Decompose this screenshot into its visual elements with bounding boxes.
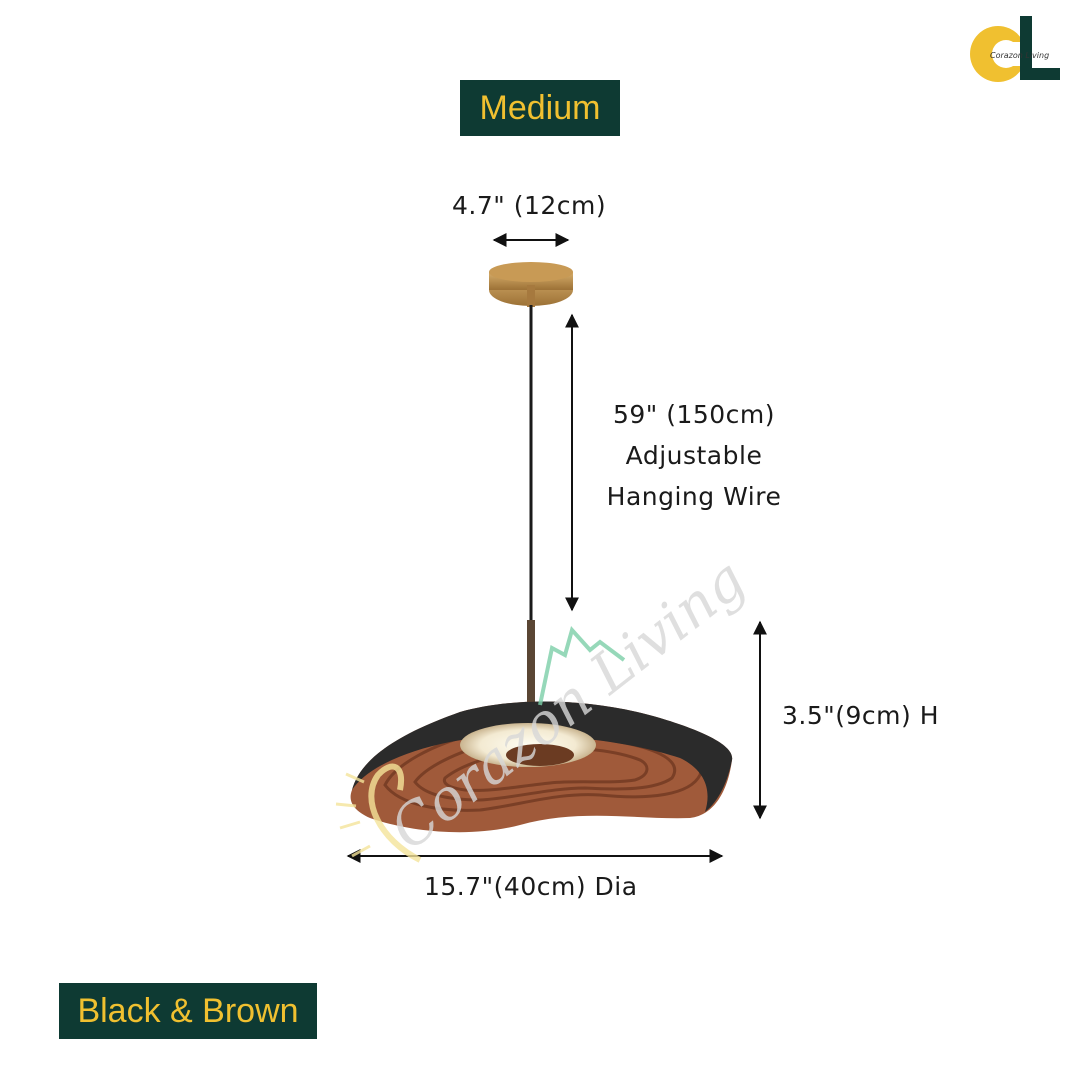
- wire-adjustable-text: Adjustable: [625, 441, 763, 470]
- lamp-shade: [350, 701, 733, 833]
- height-dimension-label: 3.5"(9cm) H: [782, 701, 940, 730]
- wire-length-text: 59" (150cm): [612, 400, 776, 429]
- wire-hanging-text: Hanging Wire: [606, 482, 782, 511]
- diameter-dimension-label: 15.7"(40cm) Dia: [424, 872, 638, 901]
- brand-logo: Corazon Living: [970, 16, 1060, 82]
- ceiling-canopy: [489, 262, 573, 307]
- color-badge: Black & Brown: [59, 983, 317, 1039]
- wire-dimension-label: 59" (150cm) Adjustable Hanging Wire: [596, 394, 792, 517]
- wire-rod: [527, 620, 535, 706]
- size-badge: Medium: [460, 80, 620, 136]
- svg-text:Corazon Living: Corazon Living: [990, 51, 1049, 60]
- canopy-dimension-label: 4.7" (12cm): [452, 191, 607, 220]
